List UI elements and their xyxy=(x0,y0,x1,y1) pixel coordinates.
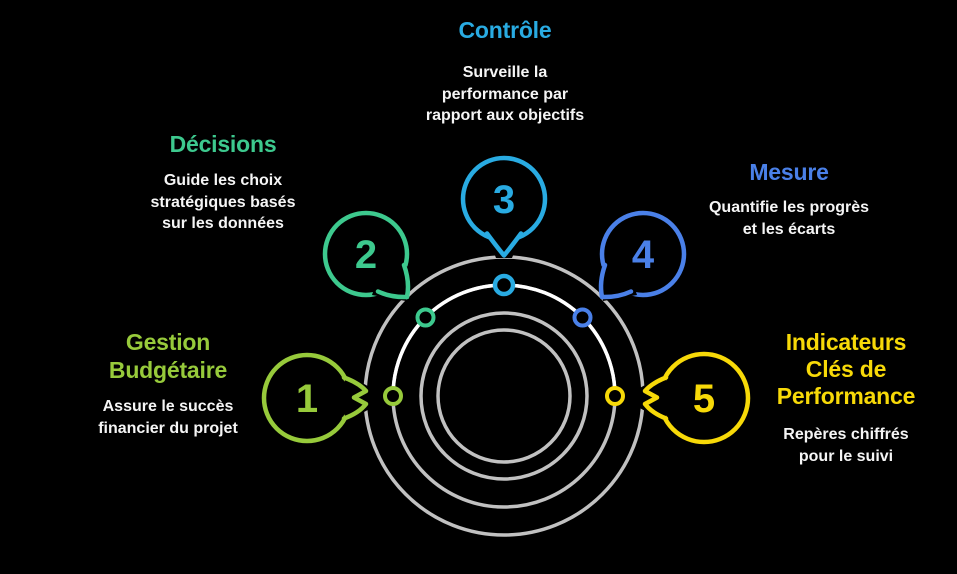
text-line: Budgétaire xyxy=(108,357,228,383)
label-gestion-title: Gestion Budgétaire xyxy=(68,328,268,384)
bubble-5-number: 5 xyxy=(693,377,715,421)
bubble-2-tail xyxy=(375,262,411,300)
text-line: performance par xyxy=(441,85,569,103)
label-decisions-description: Guide les choix stratégiques basés sur l… xyxy=(123,170,323,235)
text-line: Surveille la xyxy=(462,64,548,81)
label-controle-title: Contrôle xyxy=(405,16,605,44)
bubble-1-tail xyxy=(341,375,369,421)
bubble-2-number: 2 xyxy=(355,233,377,277)
text-line: et les écarts xyxy=(742,220,836,238)
text-line: Assure le succès xyxy=(102,398,234,415)
inner-ring xyxy=(436,328,572,464)
label-decisions-title: Décisions xyxy=(123,130,323,158)
text-line: Gestion xyxy=(125,329,211,355)
label-indicateurs-description: Repères chiffrés pour le suivi xyxy=(746,424,946,467)
bubble-4-number: 4 xyxy=(632,233,655,277)
progress-arc xyxy=(391,283,617,397)
text-line: sur les données xyxy=(162,215,284,232)
bubble-4-circle xyxy=(599,210,687,298)
label-indicateurs-title: Indicateurs Clés de Performance xyxy=(746,329,946,410)
label-gestion-description: Assure le succès financier du projet xyxy=(68,396,268,439)
step-dot-5 xyxy=(605,386,625,406)
text-line: Guide les choix xyxy=(163,172,283,189)
bubble-4-tail-mask xyxy=(597,259,637,301)
bubble-3-tail xyxy=(484,231,524,258)
label-mesure-description: Quantifie les progrès et les écarts xyxy=(689,197,889,240)
step-dot-1 xyxy=(383,386,403,406)
bubble-5-group: 5 xyxy=(638,351,751,445)
step-dot-3 xyxy=(492,273,516,297)
label-mesure-title: Mesure xyxy=(689,158,889,186)
bubble-2-group: 2 xyxy=(322,210,412,301)
bubble-5-tail xyxy=(642,375,669,421)
text-line: financier du projet xyxy=(98,419,238,437)
text-line: stratégiques basés xyxy=(150,193,296,211)
step-dot-4 xyxy=(572,307,593,328)
text-line: Décisions xyxy=(169,131,277,157)
bubble-2-tail-mask xyxy=(372,259,412,301)
bubble-2-circle xyxy=(322,210,410,298)
bubble-4-group: 4 xyxy=(597,210,687,301)
step-dot-2 xyxy=(415,307,436,328)
text-line: Clés de xyxy=(805,356,887,382)
text-line: rapport aux objectifs xyxy=(425,107,585,124)
bubble-3-group: 3 xyxy=(460,155,548,258)
bubble-3-tail-mask xyxy=(486,225,522,258)
label-controle-description: Surveille la performance par rapport aux… xyxy=(405,62,605,127)
bubble-1-group: 1 xyxy=(261,352,373,444)
text-line: Performance xyxy=(776,383,916,409)
text-line: Contrôle xyxy=(458,17,552,43)
bubble-1-number: 1 xyxy=(296,377,318,421)
text-line: Indicateurs xyxy=(785,329,907,355)
bubble-3-number: 3 xyxy=(493,178,515,222)
middle-ring xyxy=(419,311,589,481)
text-line: Repères chiffrés xyxy=(783,426,909,443)
bubble-4-tail xyxy=(598,262,634,300)
text-line: pour le suivi xyxy=(798,447,894,465)
text-line: Mesure xyxy=(749,159,829,185)
text-line: Quantifie les progrès xyxy=(708,199,870,216)
